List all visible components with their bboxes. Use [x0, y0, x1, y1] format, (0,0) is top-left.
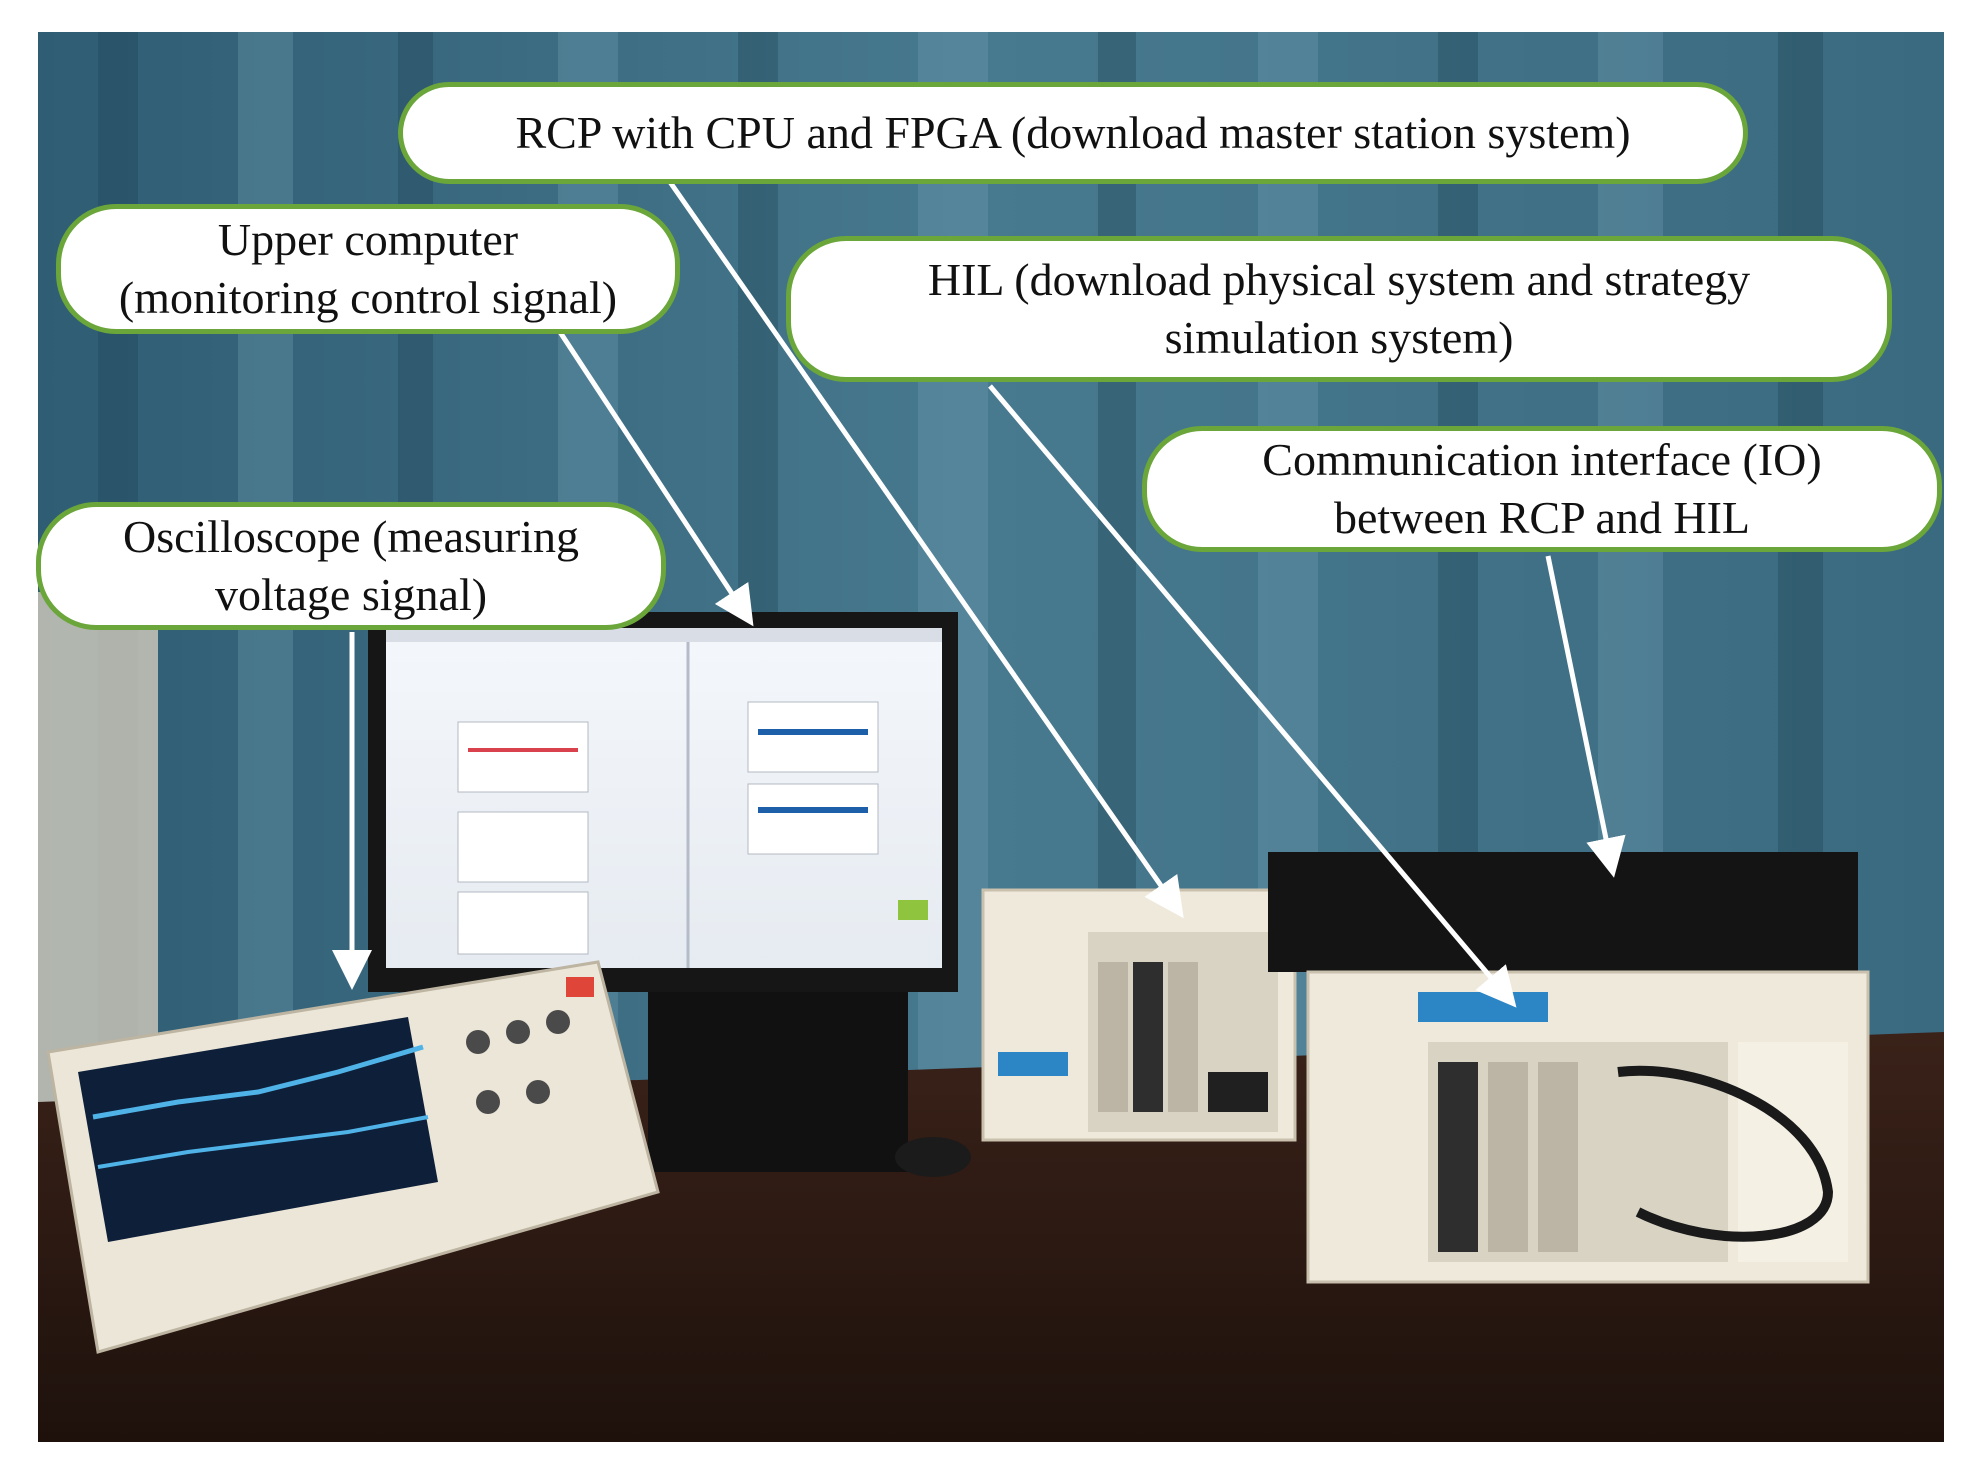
callout-communication-line-2: between RCP and HIL	[1333, 492, 1751, 543]
rcp-chassis	[981, 888, 1297, 1142]
callout-upper-computer-line-2: (monitoring control signal)	[118, 272, 618, 323]
pc-tower	[648, 992, 908, 1172]
callout-communication-interface: Communication interface (IO) between RCP…	[1142, 426, 1942, 552]
callout-hil-line-1: HIL (download physical system and strate…	[927, 254, 1751, 305]
callout-hil-line-2: simulation system)	[1164, 312, 1514, 363]
callout-oscilloscope-line-1: Oscilloscope (measuring	[122, 511, 580, 562]
callout-upper-computer-line-1: Upper computer	[217, 214, 519, 265]
hil-chassis	[1268, 852, 1870, 1284]
callout-hil: HIL (download physical system and strate…	[786, 236, 1892, 382]
callout-rcp: RCP with CPU and FPGA (download master s…	[398, 82, 1748, 184]
oscilloscope	[46, 960, 660, 1354]
callout-communication-line-1: Communication interface (IO)	[1262, 434, 1822, 485]
mouse	[895, 1137, 971, 1177]
callout-rcp-line-1: RCP with CPU and FPGA (download master s…	[515, 107, 1631, 158]
callout-oscilloscope: Oscilloscope (measuring voltage signal)	[36, 502, 666, 630]
callout-upper-computer: Upper computer (monitoring control signa…	[56, 204, 680, 334]
callout-oscilloscope-line-2: voltage signal)	[214, 569, 488, 620]
wall	[38, 592, 158, 1112]
